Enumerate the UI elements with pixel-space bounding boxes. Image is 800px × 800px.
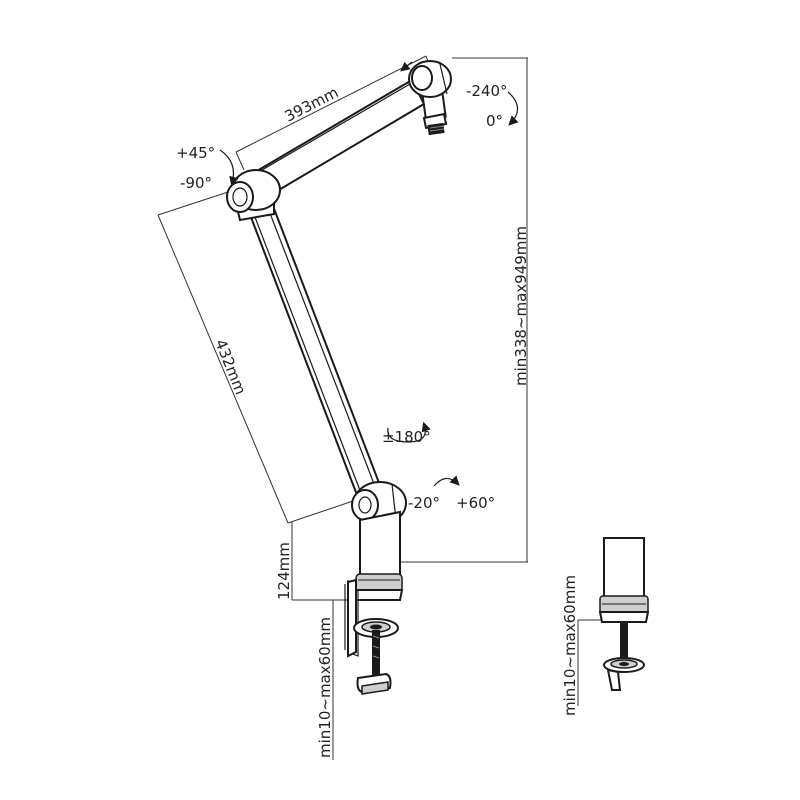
base-height-label: 124mm xyxy=(275,542,293,600)
lower-arm-length-label: 432mm xyxy=(211,337,249,397)
base-column xyxy=(352,510,404,601)
upper-arm-length-label: 393mm xyxy=(282,83,342,125)
head-swivel-angle-a: -240° xyxy=(466,82,508,100)
mic-mount-joint xyxy=(408,60,452,136)
elbow-joint xyxy=(226,169,281,222)
head-swivel-angle-b: 0° xyxy=(486,112,503,130)
tilt-down-angle: -90° xyxy=(180,174,212,192)
desk-clamp xyxy=(344,578,399,695)
rotation-arrows xyxy=(219,61,519,487)
height-range-label: min338~max949mm xyxy=(512,226,530,386)
tilt-up-angle: +45° xyxy=(176,144,215,162)
dimension-lines xyxy=(157,55,608,760)
clamp-range-label: min10~max60mm xyxy=(316,617,334,758)
lower-arm xyxy=(247,204,383,497)
detail-clamp-range-label: min10~max60mm xyxy=(561,575,579,716)
base-rotation-angle: ±180° xyxy=(382,428,431,446)
lower-tilt-forward-angle: +60° xyxy=(456,494,495,512)
lower-tilt-back-angle: -20° xyxy=(408,494,440,512)
clamp-detail-view xyxy=(598,537,650,691)
